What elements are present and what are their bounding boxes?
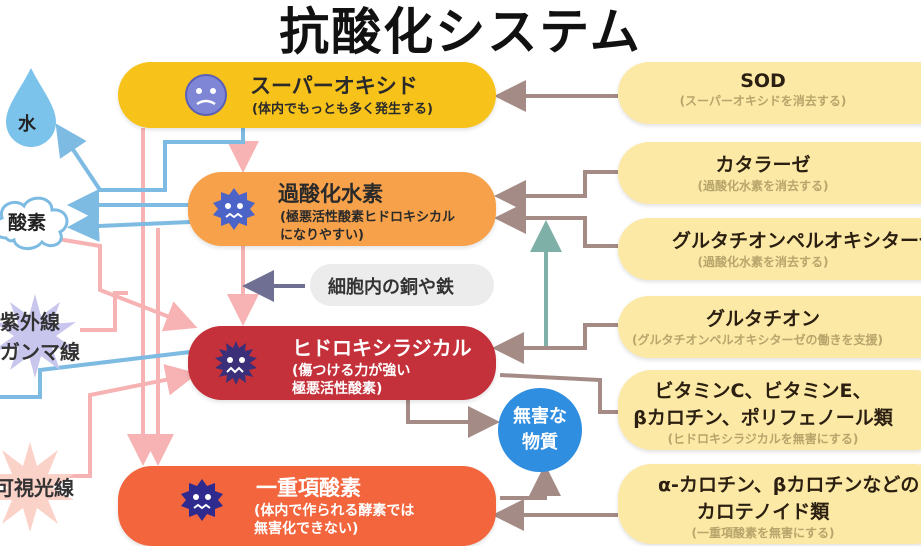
enzyme-glutathione-name: グルタチオン [705,308,820,330]
enzyme-glutathione: グルタチオン (グルタチオンペルオキシターゼの働きを支援) [618,296,921,358]
harmless-substance-circle: 無害な 物質 [498,388,582,472]
h2o2-name: 過酸化水素 [278,182,383,206]
gamma-label: ガンマ線 [0,340,80,364]
h2o2-face-icon [213,188,255,230]
connector-lines [0,80,618,531]
water-drop-icon [6,68,56,147]
enzyme-vitamins-name1: ビタミンC、ビタミンE、 [654,380,872,402]
uv-label: 紫外線 [0,310,60,334]
singlet-name: 一重項酸素 [256,476,361,500]
oxygen-cloud: 酸素 [0,188,76,254]
singlet-face-icon [181,479,223,521]
hydroxyl-sub-line1: (傷つける力が強い [292,363,411,379]
water-drop: 水 [4,66,58,150]
singlet-oxygen-box: 一重項酸素 (体内で作られる酵素では 無害化できない) [118,466,496,546]
enzyme-glutathione-sub: (グルタチオンペルオキシターゼの働きを支援) [632,333,883,347]
page-title: 抗酸化システム [279,3,642,61]
water-label: 水 [18,114,36,135]
hydroxyl-sub-line2: 極悪活性酸素) [292,381,383,397]
enzyme-sod: SOD (スーパーオキシドを消去する) [618,62,921,124]
enzyme-carotenoids-sub: (一重項酸素を無害にする) [691,526,835,540]
enzyme-vitamins-sub: (ヒドロキシラジカルを無害にする) [667,432,859,446]
enzyme-sod-name: SOD [740,70,786,92]
superoxide-face-icon [185,74,227,116]
h2o2-sub-line2: になりやすい) [280,228,364,243]
superoxide-box: スーパーオキシド (体内でもっとも多く発生する) [118,62,496,128]
copper-iron-box: 細胞内の銅や鉄 [310,264,494,306]
enzyme-gpx-name: グルタチオンペルオキシターゼ [672,230,921,252]
uv-burst [0,290,80,380]
enzyme-gpx-sub: (過酸化水素を消去する) [697,255,829,269]
enzyme-catalase-sub: (過酸化水素を消去する) [697,179,829,193]
enzyme-vitamins: ビタミンC、ビタミンE、 βカロチン、ポリフェノール類 (ヒドロキシラジカルを無… [618,370,921,450]
enzyme-gpx: グルタチオンペルオキシターゼ (過酸化水素を消去する) [618,218,921,280]
h2o2-box: 過酸化水素 (極悪活性酸素ヒドロキシカル になりやすい) [188,172,496,246]
harmless-line2: 物質 [522,432,558,453]
enzyme-sod-sub: (スーパーオキシドを消去する) [679,94,847,108]
sun-burst-icon [0,442,74,532]
enzyme-catalase: カタラーゼ (過酸化水素を消去する) [618,142,921,204]
singlet-sub-line1: (体内で作られる酵素では [254,503,415,519]
enzyme-carotenoids: α-カロチン、βカロチンなどの カロテノイド類 (一重項酸素を無害にする) [618,464,921,544]
visible-light-burst [0,438,78,534]
enzyme-carotenoids-name2: カロテノイド類 [696,501,830,523]
h2o2-sub-line1: (極悪活性酸素ヒドロキシカル [280,210,455,225]
oxygen-label: 酸素 [8,212,47,234]
hydroxyl-face-icon [215,341,257,385]
enzyme-vitamins-name2: βカロチン、ポリフェノール類 [633,407,893,429]
harmless-line1: 無害な [513,406,567,427]
visible-light-label: 可視光線 [0,476,74,500]
superoxide-name: スーパーオキシド [250,74,418,98]
cloud-icon [0,196,69,250]
hydroxyl-name: ヒドロキシラジカル [292,336,472,360]
copper-iron-label: 細胞内の銅や鉄 [328,277,454,298]
burst-icon [0,294,76,378]
enzyme-carotenoids-name1: α-カロチン、βカロチンなどの [658,474,920,496]
hydroxyl-box: ヒドロキシラジカル (傷つける力が強い 極悪活性酸素) [188,326,496,400]
singlet-sub-line2: 無害化できない) [254,521,359,537]
enzyme-catalase-name: カタラーゼ [715,154,811,176]
superoxide-sub: (体内でもっとも多く発生する) [252,102,433,117]
